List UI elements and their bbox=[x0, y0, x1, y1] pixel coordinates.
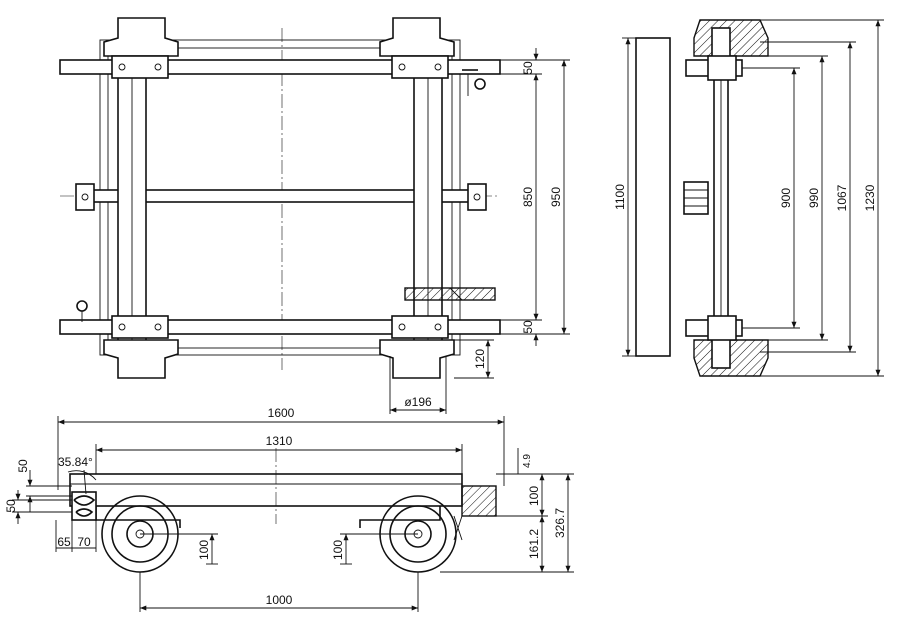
dim-70: 70 bbox=[77, 535, 91, 549]
dim-1100: 1100 bbox=[613, 184, 627, 210]
dim-100-left: 100 bbox=[197, 540, 211, 560]
dim-120: 120 bbox=[473, 349, 487, 369]
side-view: 1100 900 990 1067 1230 bbox=[613, 19, 884, 377]
dim-1600: 1600 bbox=[268, 406, 295, 420]
dim-1310: 1310 bbox=[266, 434, 293, 448]
dim-100-right: 100 bbox=[527, 486, 541, 506]
dim-left-50-a: 50 bbox=[16, 459, 30, 473]
dim-65: 65 bbox=[57, 535, 71, 549]
dim-diameter-196: ø196 bbox=[404, 395, 432, 409]
dim-1067: 1067 bbox=[835, 184, 849, 211]
dim-1230: 1230 bbox=[863, 184, 877, 211]
dim-left-50-b: 50 bbox=[4, 499, 18, 513]
dim-161: 161.2 bbox=[527, 529, 541, 559]
dim-326: 326.7 bbox=[553, 508, 567, 538]
dim-950: 950 bbox=[549, 187, 563, 207]
dim-top-50: 50 bbox=[521, 61, 535, 75]
dim-4-9: 4.9 bbox=[522, 454, 533, 468]
dim-900: 900 bbox=[779, 188, 793, 208]
dim-850: 850 bbox=[521, 187, 535, 207]
dim-100-mid: 100 bbox=[331, 540, 345, 560]
dim-990: 990 bbox=[807, 188, 821, 208]
top-view: 50 850 950 50 120 ø196 bbox=[59, 17, 570, 414]
front-view: 1600 1310 1000 35.84° 50 50 65 70 bbox=[4, 406, 574, 612]
dim-angle: 35.84° bbox=[58, 455, 93, 469]
dim-bottom-50: 50 bbox=[521, 320, 535, 334]
dim-1000: 1000 bbox=[266, 593, 293, 607]
